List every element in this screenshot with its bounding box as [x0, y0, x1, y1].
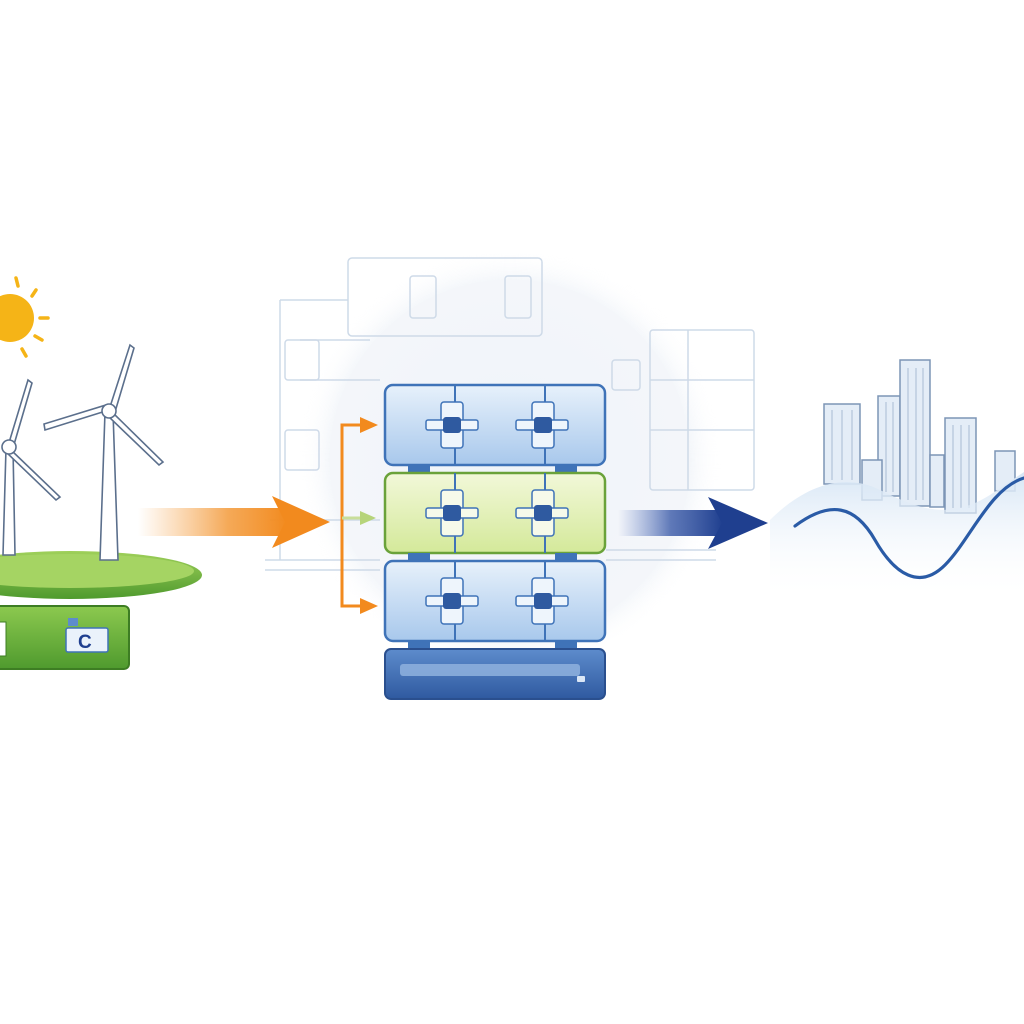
input-flow-arrow	[138, 496, 330, 548]
cell-connector-icon	[425, 401, 479, 449]
power-wave-icon	[770, 472, 1024, 600]
battery-module-bottom	[383, 559, 607, 643]
battery-base-unit	[384, 648, 606, 700]
cell-connector-icon	[425, 577, 479, 625]
solar-inverter-icon	[0, 605, 130, 670]
cell-connector-icon	[515, 489, 569, 537]
battery-storage-stack	[383, 383, 607, 700]
wind-turbine-icon	[1, 343, 165, 561]
cell-connector-icon	[425, 489, 479, 537]
battery-module-middle	[383, 471, 607, 555]
sun-icon	[0, 276, 50, 358]
battery-module-top	[383, 383, 607, 467]
inverter-label: C	[78, 632, 100, 653]
city-skyline-icon	[823, 359, 1016, 514]
distribution-bracket	[340, 423, 362, 608]
grass-hill	[0, 551, 202, 599]
output-flow-arrow	[618, 497, 768, 549]
bracket-arrowheads	[360, 417, 378, 614]
cell-connector-icon	[515, 577, 569, 625]
cell-connector-icon	[515, 401, 569, 449]
